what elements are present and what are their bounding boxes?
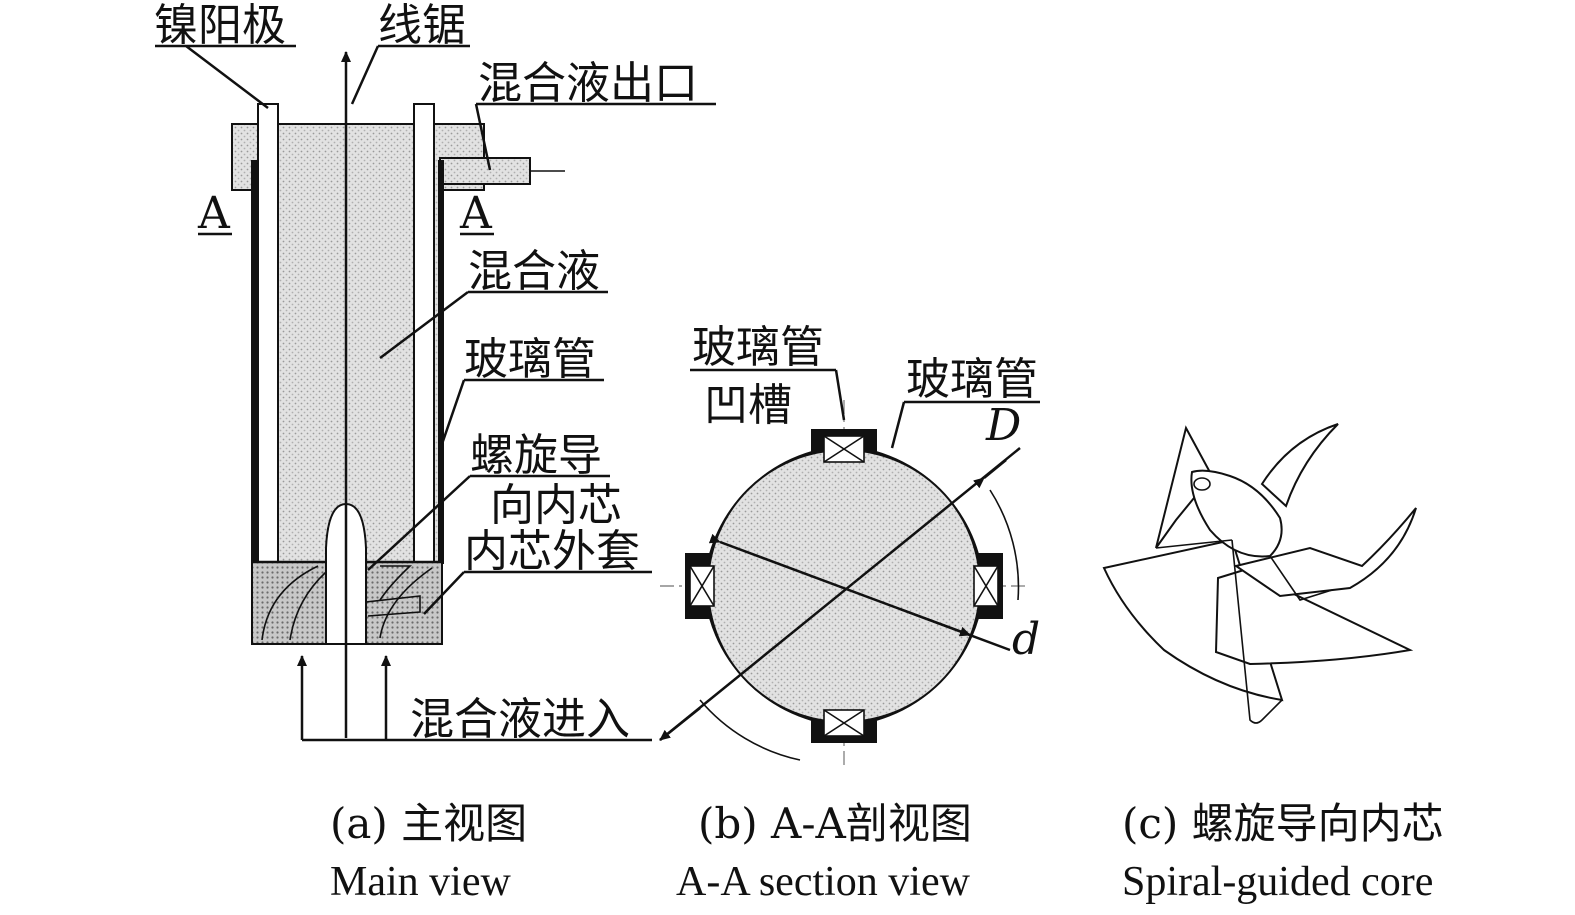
core-blade-5 xyxy=(1260,423,1339,508)
label-groove-line2: 凹槽 xyxy=(704,380,792,431)
caption-core-zh: (c) 螺旋导向内芯 xyxy=(1122,799,1444,848)
caption-core-en: Spiral-guided core xyxy=(1122,859,1433,905)
caption-section-zh: (b) A-A剖视图 xyxy=(698,799,972,848)
groove-insert-top xyxy=(823,435,865,463)
label-spiral-core-line1: 螺旋导 xyxy=(470,430,602,481)
core-blade-4 xyxy=(1155,425,1214,549)
caption-section-en: A-A section view xyxy=(676,859,971,905)
outlet-pipe xyxy=(439,157,531,185)
section-view: 玻璃管 凹槽 玻璃管 D d (b) A-A剖视图 A-A section vi… xyxy=(659,322,1040,905)
label-core-sleeve: 内芯外套 xyxy=(464,526,640,577)
core-blade-2 xyxy=(1214,568,1414,666)
label-section-right: A xyxy=(459,188,493,239)
core-blade-3 xyxy=(1233,507,1417,598)
label-mixed-liquid: 混合液 xyxy=(468,246,600,297)
label-wire-saw: 线锯 xyxy=(378,0,466,51)
groove-insert-bottom xyxy=(823,709,865,737)
label-outlet: 混合液出口 xyxy=(478,58,698,109)
label-section-glass-tube: 玻璃管 xyxy=(906,354,1038,405)
core-hub xyxy=(1190,469,1283,558)
tube-bore xyxy=(707,449,981,723)
groove-insert-left xyxy=(689,565,715,607)
label-nickel-anode: 镍阳极 xyxy=(154,0,286,51)
label-inlet: 混合液进入 xyxy=(410,694,630,745)
label-spiral-core-line2: 向内芯 xyxy=(490,480,622,531)
groove-insert-right xyxy=(973,565,999,607)
label-glass-tube: 玻璃管 xyxy=(464,334,596,385)
nickel-anode-right xyxy=(413,103,435,565)
caption-main-en: Main view xyxy=(330,859,511,905)
label-outer-diameter: D xyxy=(985,400,1021,451)
label-section-left: A xyxy=(197,188,231,239)
label-groove-line1: 玻璃管 xyxy=(692,322,824,373)
nickel-anode-left xyxy=(257,103,279,565)
spiral-core-view: (c) 螺旋导向内芯 Spiral-guided core xyxy=(1102,423,1444,905)
main-view: 镍阳极 线锯 混合液出口 A A 混合液 玻璃管 螺旋导 向内芯 内芯外套 混合… xyxy=(154,0,716,905)
caption-main-zh: (a) 主视图 xyxy=(330,799,527,848)
label-inner-diameter: d xyxy=(1012,614,1040,665)
core-hub-tip xyxy=(1193,477,1211,491)
dimension-D xyxy=(659,447,1021,741)
